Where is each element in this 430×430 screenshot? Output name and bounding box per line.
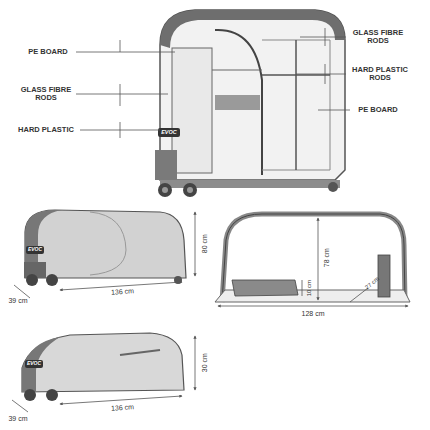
dimension: 136 cm <box>110 288 133 297</box>
dimension: 30 cm <box>201 353 208 372</box>
brand-logo: EVOC <box>28 247 42 252</box>
leader-lines <box>76 28 350 138</box>
dimension: 80 cm <box>201 234 208 253</box>
part-label: PE BOARD <box>358 106 398 114</box>
dimension: 10 cm <box>306 280 312 296</box>
dimension: 136 cm <box>110 404 133 413</box>
dimension: 27 cm <box>364 275 381 290</box>
bag-standing <box>14 210 195 298</box>
open-bag <box>155 10 345 197</box>
bag-frame <box>215 214 410 306</box>
part-label: PE BOARD <box>28 48 68 56</box>
dimension: 39 cm <box>8 415 27 422</box>
dimension: 39 cm <box>8 297 27 304</box>
dimension: 78 cm <box>323 248 330 267</box>
bag-folded <box>12 333 195 412</box>
part-label: HARD PLASTIC RODS <box>350 66 410 82</box>
part-label: GLASS FIBRE RODS <box>16 86 76 102</box>
dimension: 128 cm <box>302 310 325 317</box>
brand-logo: EVOC <box>161 130 177 136</box>
part-label: GLASS FIBRE RODS <box>348 29 408 45</box>
part-label: HARD PLASTIC <box>18 126 74 134</box>
brand-logo: EVOC <box>27 361 41 366</box>
